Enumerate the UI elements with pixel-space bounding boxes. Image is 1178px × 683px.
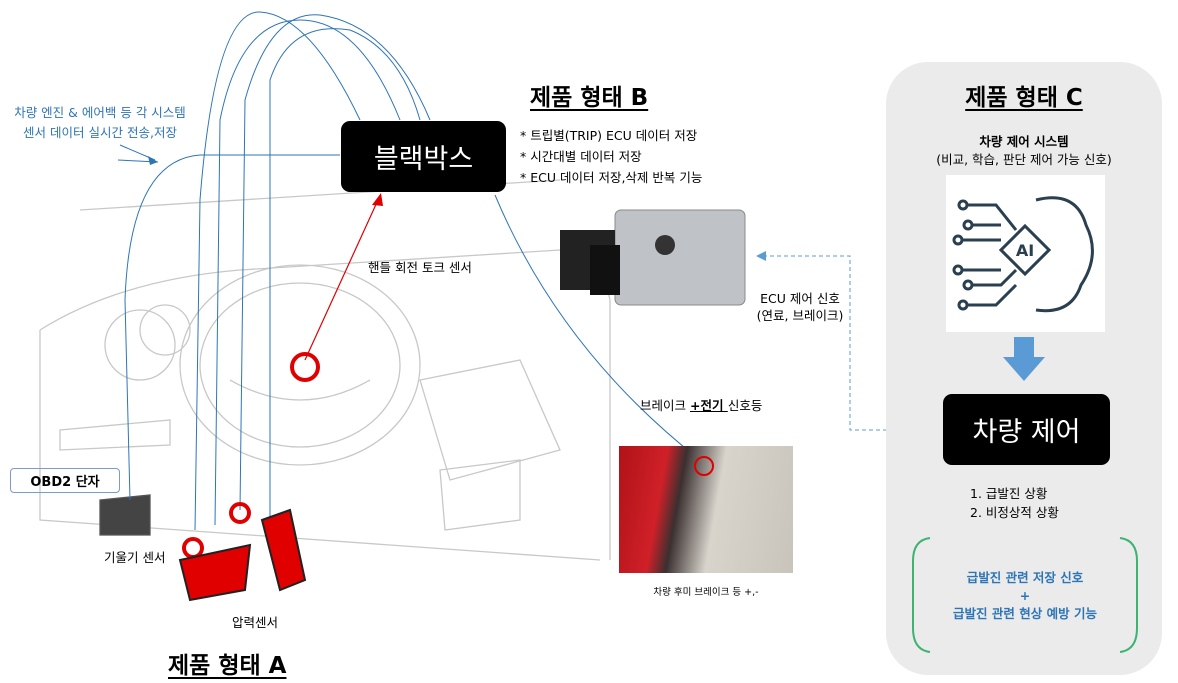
vehicle-control-box: 차량 제어 <box>943 394 1110 465</box>
bullet: * 트립별(TRIP) ECU 데이터 저장 <box>520 128 698 143</box>
brake-em: +전기 <box>689 398 728 413</box>
brake-post: 신호등 <box>727 398 763 413</box>
ecu-signal-label: ECU 제어 신호 (연료, 브레이크) <box>735 290 865 324</box>
obd2-label: OBD2 단자 <box>10 468 120 493</box>
bullet: * 시간대별 데이터 저장 <box>520 149 642 164</box>
brake-light-photo <box>619 446 793 573</box>
product-c-title: 제품 형태 C <box>965 85 1083 111</box>
ecu-signal-line: (연료, 브레이크) <box>756 308 844 323</box>
product-b-bullets: * 트립별(TRIP) ECU 데이터 저장 * 시간대별 데이터 저장 * E… <box>520 125 702 188</box>
left-note-line: 차량 엔진 & 에어백 등 각 시스템 <box>14 105 186 120</box>
left-note-line: 센서 데이터 실시간 전송,저장 <box>23 125 177 140</box>
ecu-image <box>555 195 752 318</box>
blackbox-box: 블랙박스 <box>341 121 506 192</box>
product-b-title: 제품 형태 B <box>530 85 649 111</box>
situation-list: 1. 급발진 상황 2. 비정상적 상황 <box>970 484 1059 522</box>
system-title: 차량 제어 시스템 <box>979 134 1069 149</box>
bullet: * ECU 데이터 저장,삭제 반복 기능 <box>520 170 703 185</box>
product-a-title: 제품 형태 A <box>168 653 287 679</box>
tilt-sensor-label: 기울기 센서 <box>104 550 166 565</box>
ai-brain-icon: AI <box>946 175 1105 332</box>
brake-caption: 차량 후미 브레이크 등 +,- <box>653 587 759 598</box>
function-text: 급발진 관련 저장 신호 + 급발진 관련 현상 예방 기능 <box>910 569 1140 623</box>
brake-signal-label: 브레이크 +전기 신호등 <box>640 395 762 414</box>
system-subtitle: (비교, 학습, 판단 제어 가능 신호) <box>936 152 1112 167</box>
function-line: 급발진 관련 저장 신호 <box>966 570 1084 585</box>
situation-item: 1. 급발진 상황 <box>970 486 1048 501</box>
steering-sensor-label: 핸들 회전 토크 센서 <box>368 260 472 275</box>
pressure-sensor-label: 압력센서 <box>232 615 279 630</box>
down-arrow-icon <box>1003 337 1045 381</box>
function-line: 급발진 관련 현상 예방 기능 <box>953 606 1097 621</box>
ai-logo-text: AI <box>1016 241 1034 260</box>
function-line: + <box>1019 588 1031 603</box>
green-brackets <box>912 537 1138 653</box>
ecu-signal-line: ECU 제어 신호 <box>760 291 840 306</box>
left-note: 차량 엔진 & 에어백 등 각 시스템 센서 데이터 실시간 전송,저장 <box>0 103 200 143</box>
brake-pre: 브레이크 <box>640 398 690 413</box>
situation-item: 2. 비정상적 상황 <box>970 505 1059 520</box>
